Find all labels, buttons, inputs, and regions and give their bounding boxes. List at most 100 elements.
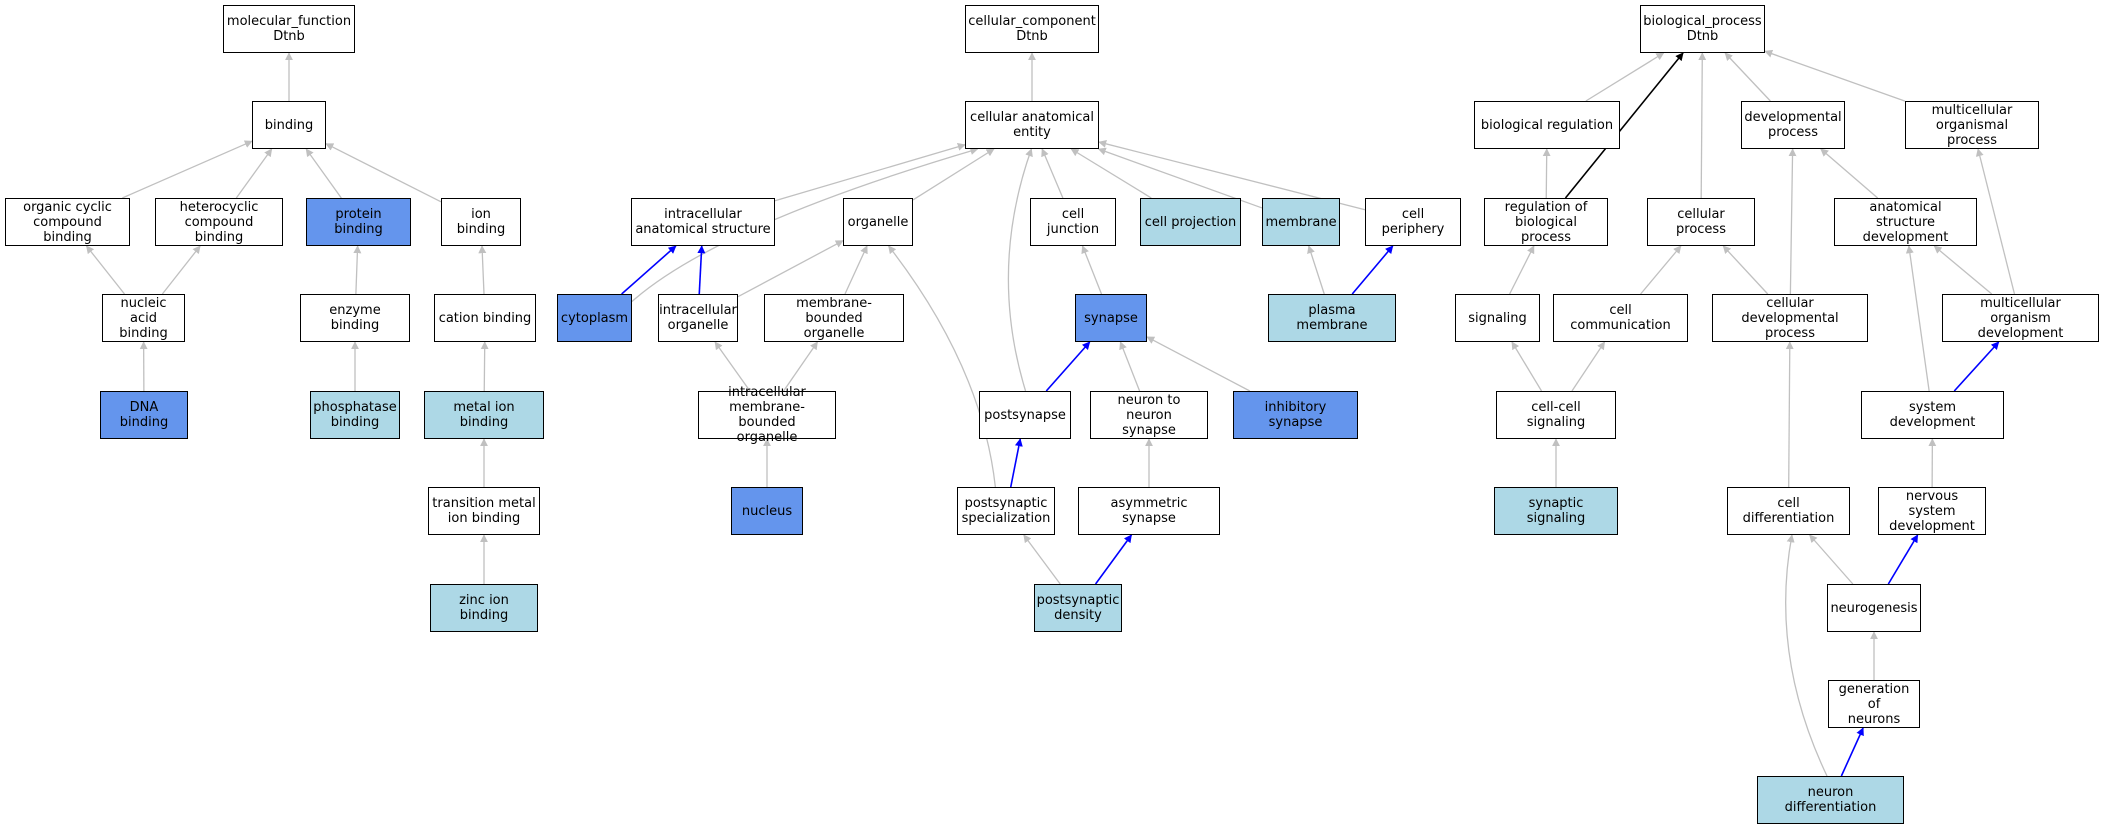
edge-postsynapse-to-synapse: [1045, 341, 1091, 392]
node-system-dev: system development: [1861, 391, 2004, 439]
edge-organic-cyclic-to-binding: [122, 140, 253, 199]
edge-system-dev-to-anat-dev: [1905, 245, 1930, 392]
node-reg-bio: regulation of biological process: [1484, 198, 1608, 246]
edge-neuron-diff-to-cell-diff: [1785, 534, 1828, 777]
node-cae: cellular anatomical entity: [965, 101, 1099, 149]
edge-ion-binding-to-binding: [325, 143, 442, 203]
node-cell-junction: cell junction: [1030, 198, 1116, 246]
edge-cation-binding-to-ion-binding: [478, 245, 487, 295]
node-enzyme-binding: enzyme binding: [300, 294, 410, 342]
node-transition-metal: transition metal ion binding: [428, 487, 540, 535]
edge-neurogenesis-to-cell-diff: [1809, 534, 1854, 585]
node-bp-root: biological_process Dtnb: [1640, 5, 1765, 53]
node-gen-neurons: generation of neurons: [1828, 680, 1920, 728]
node-phosphatase: phosphatase binding: [310, 391, 400, 439]
edge-multi-dev-to-multi-process: [1975, 148, 2016, 295]
edge-inhibitory-synapse-to-synapse: [1146, 336, 1251, 392]
node-bio-reg: biological regulation: [1474, 101, 1620, 149]
node-metal-ion: metal ion binding: [424, 391, 544, 439]
edge-cell-comm-to-cell-process: [1640, 245, 1682, 295]
edge-heterocyclic-to-binding: [235, 148, 273, 199]
edge-cell-dev-process-to-dev-process: [1788, 148, 1797, 295]
node-dev-process: developmental process: [1741, 101, 1845, 149]
edge-anat-dev-to-dev-process: [1820, 148, 1879, 199]
edge-ps-density-to-ps-spec: [1023, 534, 1061, 585]
edge-multi-process-to-bp-root: [1764, 49, 1906, 102]
edge-organelle-to-cae: [912, 148, 995, 201]
edge-plasma-membrane-to-membrane: [1307, 245, 1325, 295]
edge-cell-process-to-bp-root: [1698, 52, 1707, 199]
node-asym-synapse: asymmetric synapse: [1078, 487, 1220, 535]
node-cell-periphery: cell periphery: [1365, 198, 1461, 246]
node-cell-dev-process: cellular developmental process: [1712, 294, 1868, 342]
node-ion-binding: ion binding: [441, 198, 521, 246]
node-multi-process: multicellular organismal process: [1905, 101, 2039, 149]
edge-dev-process-to-bp-root: [1724, 52, 1771, 102]
node-inhibitory-synapse: inhibitory synapse: [1233, 391, 1358, 439]
node-multi-dev: multicellular organism development: [1942, 294, 2099, 342]
edge-n2n-synapse-to-synapse: [1119, 341, 1141, 392]
node-binding: binding: [252, 101, 326, 149]
edge-signaling-to-reg-bio: [1509, 245, 1535, 295]
edge-plasma-membrane-to-cell-periphery: [1351, 245, 1394, 295]
node-ias: intracellular anatomical structure: [631, 198, 775, 246]
node-plasma-membrane: plasma membrane: [1268, 294, 1396, 342]
edge-reg-bio-to-bp-root: [1564, 52, 1684, 199]
node-ps-density: postsynaptic density: [1034, 584, 1122, 632]
node-organelle: organelle: [843, 198, 913, 246]
node-synapse: synapse: [1075, 294, 1147, 342]
node-ns-dev: nervous system development: [1878, 487, 1986, 535]
node-zinc-ion: zinc ion binding: [430, 584, 538, 632]
node-anat-dev: anatomical structure development: [1834, 198, 1977, 246]
edge-cell-junction-to-cae: [1041, 148, 1064, 199]
node-intra-organelle: intracellular organelle: [658, 294, 738, 342]
edge-system-dev-to-multi-dev: [1953, 341, 2000, 392]
node-cc-signaling: cell-cell signaling: [1496, 391, 1616, 439]
edge-nucleic-acid-to-heterocyclic: [161, 245, 201, 295]
edge-metal-ion-to-cation-binding: [480, 341, 489, 392]
node-cytoplasm: cytoplasm: [557, 294, 632, 342]
node-heterocyclic: heterocyclic compound binding: [155, 198, 283, 246]
node-nucleic-acid: nucleic acid binding: [102, 294, 185, 342]
node-postsynapse: postsynapse: [979, 391, 1071, 439]
node-mb-organelle: membrane-bounded organelle: [764, 294, 904, 342]
node-dna-binding: DNA binding: [100, 391, 188, 439]
edge-multi-dev-to-anat-dev: [1933, 245, 1993, 295]
node-signaling: signaling: [1455, 294, 1540, 342]
edge-ps-density-to-asym-synapse: [1094, 534, 1133, 585]
edge-reg-bio-to-bio-reg: [1542, 148, 1551, 199]
edge-synapse-to-cell-junction: [1081, 245, 1103, 295]
node-neurogenesis: neurogenesis: [1827, 584, 1921, 632]
edge-protein-binding-to-binding: [305, 148, 342, 199]
edge-ps-spec-to-postsynapse: [1009, 438, 1023, 488]
edge-cc-signaling-to-cell-comm: [1571, 341, 1606, 392]
edge-bio-reg-to-bp-root: [1585, 52, 1665, 102]
node-cell-comm: cell communication: [1553, 294, 1688, 342]
node-imbo: intracellular membrane-bounded organelle: [698, 385, 836, 445]
node-n2n-synapse: neuron to neuron synapse: [1090, 391, 1208, 439]
edge-imbo-to-intra-organelle: [714, 341, 751, 392]
node-cell-diff: cell differentiation: [1727, 487, 1850, 535]
edge-imbo-to-mb-organelle: [783, 341, 818, 392]
node-cell-projection: cell projection: [1140, 198, 1241, 246]
node-mf-root: molecular_function Dtnb: [223, 5, 355, 53]
edge-cell-diff-to-cell-dev-process: [1785, 341, 1794, 488]
edge-enzyme-binding-to-protein-binding: [353, 245, 362, 295]
edge-intra-organelle-to-ias: [697, 245, 706, 295]
node-cc-root: cellular_component Dtnb: [965, 5, 1099, 53]
edge-mb-organelle-to-organelle: [844, 245, 868, 295]
node-nucleus: nucleus: [731, 487, 803, 535]
edge-cell-projection-to-cae: [1070, 148, 1152, 199]
edge-neuron-diff-to-gen-neurons: [1840, 727, 1864, 777]
edge-cc-signaling-to-signaling: [1511, 341, 1543, 392]
node-organic-cyclic: organic cyclic compound binding: [5, 198, 130, 246]
node-syn-signaling: synaptic signaling: [1494, 487, 1618, 535]
edge-nucleic-acid-to-organic-cyclic: [85, 245, 126, 295]
edge-intra-organelle-to-organelle: [737, 240, 844, 298]
node-protein-binding: protein binding: [306, 198, 411, 246]
node-cation-binding: cation binding: [434, 294, 536, 342]
node-membrane: membrane: [1262, 198, 1340, 246]
edge-cell-dev-process-to-cell-process: [1722, 245, 1769, 295]
